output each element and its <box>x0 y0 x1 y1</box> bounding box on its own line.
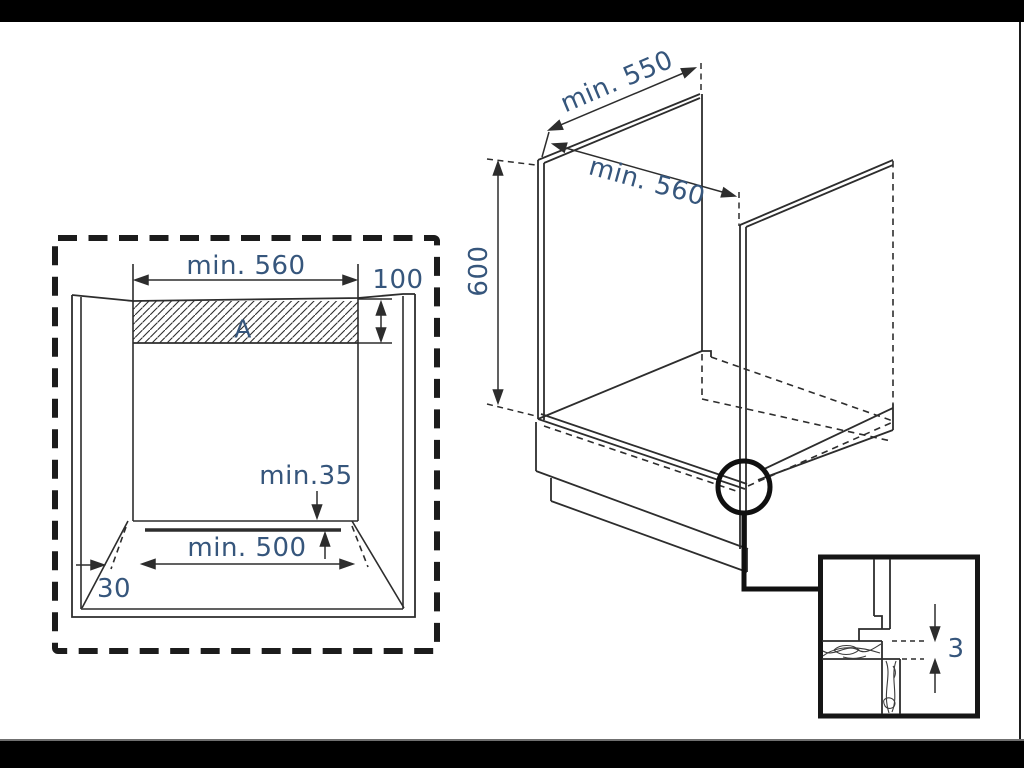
dim-label-min-500: min. 500 <box>187 533 307 563</box>
leader-line <box>741 513 820 592</box>
front-view-hatched-strip <box>133 301 358 344</box>
vent-area-label-A: A <box>234 314 252 344</box>
top-letterbox-bar <box>0 0 1024 22</box>
iso-right-panel <box>739 159 894 549</box>
iso-floor-hidden-edges <box>543 354 894 493</box>
dim-label-100: 100 <box>372 265 424 295</box>
detail-dimension-arrows <box>929 604 941 693</box>
dim-label-min-560-top: min. 560 <box>186 251 306 281</box>
dim-label-3: 3 <box>947 634 965 664</box>
detail-inset-box <box>818 554 980 719</box>
iso-floor-and-base <box>535 350 894 573</box>
front-view-floor <box>81 520 405 609</box>
front-view-diagram <box>52 235 440 654</box>
magnifier-circle <box>715 458 773 516</box>
dim-label-600: 600 <box>464 245 494 297</box>
front-view-dimensions <box>76 274 392 571</box>
page-right-edge-line <box>1019 22 1021 739</box>
detail-section-lines <box>822 559 924 714</box>
dashed-frame <box>52 235 440 654</box>
detail-wood-grain <box>822 643 897 714</box>
iso-dimensions <box>486 63 740 417</box>
isometric-view-diagram <box>486 63 894 592</box>
dim-label-min-35: min.35 <box>259 461 353 491</box>
bottom-letterbox-bar <box>0 739 1024 768</box>
detail-inset <box>818 554 980 719</box>
dim-label-30: 30 <box>96 574 132 604</box>
